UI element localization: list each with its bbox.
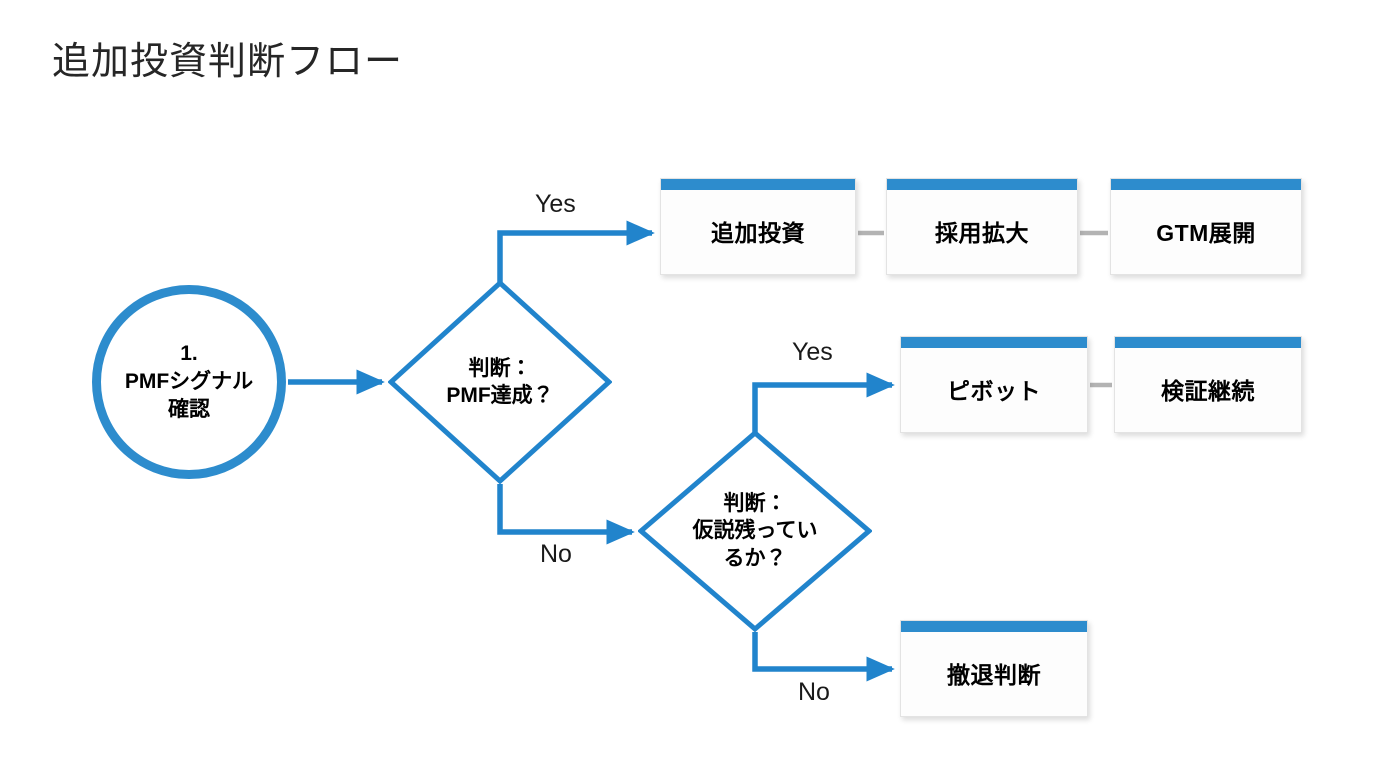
decision-hypothesis-remaining[interactable]: 判断： 仮説残ってい るか？ xyxy=(638,430,872,632)
box-exit-accent-bar xyxy=(901,621,1087,632)
decision-pmf-achieved[interactable]: 判断： PMF達成？ xyxy=(388,280,612,484)
edge-label-no-2: No xyxy=(798,678,830,706)
edge-decision2-yes xyxy=(752,372,895,432)
edge-decision2-no xyxy=(752,632,895,682)
page-title: 追加投資判断フロー xyxy=(52,41,404,83)
decision-2-label: 判断： 仮説残ってい るか？ xyxy=(693,490,818,572)
decision-2-line-1: 判断： xyxy=(723,492,787,516)
start-node-line-1: 1. xyxy=(180,342,198,366)
box-gtm[interactable]: GTM展開 xyxy=(1110,178,1302,275)
box-invest[interactable]: 追加投資 xyxy=(660,178,856,275)
edge-decision1-no xyxy=(497,484,635,545)
edge-decision1-yes xyxy=(497,220,655,282)
edge-label-yes-2: Yes xyxy=(792,338,833,366)
decision-1-line-2: PMF達成？ xyxy=(446,384,554,407)
diamond-shape-1 xyxy=(388,280,612,484)
box-invest-accent-bar xyxy=(661,179,855,190)
box-hiring-label: 採用拡大 xyxy=(935,219,1029,246)
diamond-shape-2 xyxy=(638,430,872,632)
box-invest-label: 追加投資 xyxy=(711,219,805,246)
box-exit[interactable]: 撤退判断 xyxy=(900,620,1088,717)
start-node-line-2: PMFシグナル xyxy=(124,370,254,394)
box-exit-label: 撤退判断 xyxy=(947,661,1041,688)
box-pivot-accent-bar xyxy=(901,337,1087,348)
start-node-pmf-signal-check[interactable]: 1. PMFシグナル 確認 xyxy=(92,285,286,479)
box-hiring[interactable]: 採用拡大 xyxy=(886,178,1078,275)
decision-2-line-3: るか？ xyxy=(723,546,787,570)
decision-2-line-2: 仮説残ってい xyxy=(692,519,818,543)
decision-1-line-1: 判断： xyxy=(468,356,532,380)
box-validate[interactable]: 検証継続 xyxy=(1114,336,1302,433)
box-gtm-label: GTM展開 xyxy=(1156,219,1256,246)
edge-label-no-1: No xyxy=(540,540,572,568)
edge-label-yes-1: Yes xyxy=(535,190,576,218)
box-pivot[interactable]: ピボット xyxy=(900,336,1088,433)
box-pivot-label: ピボット xyxy=(947,377,1041,404)
box-gtm-accent-bar xyxy=(1111,179,1301,190)
box-validate-accent-bar xyxy=(1115,337,1301,348)
start-node-line-3: 確認 xyxy=(168,397,210,421)
box-hiring-accent-bar xyxy=(887,179,1077,190)
decision-1-label: 判断： PMF達成？ xyxy=(446,355,553,410)
box-validate-label: 検証継続 xyxy=(1161,377,1255,404)
